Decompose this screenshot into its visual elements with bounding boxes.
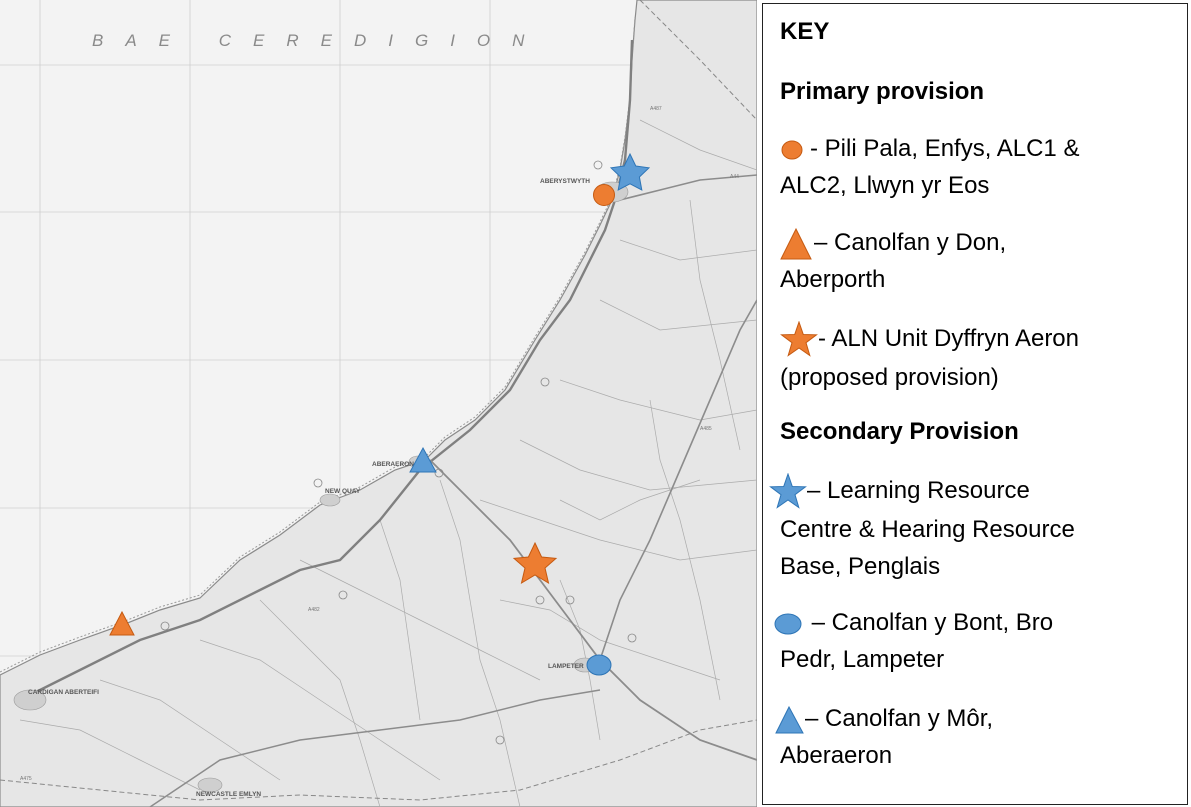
place-label-new-quay: NEW QUAY [325, 488, 361, 495]
marker-blue-ellipse-lampeter[interactable] [586, 654, 612, 676]
key-item-text-line: Aberaeron [780, 742, 893, 769]
key-item-text-line: – Canolfan y Bont, Bro [805, 609, 1054, 636]
secondary-provision-heading: Secondary Provision [780, 418, 1019, 445]
place-label-lampeter: LAMPETER [548, 663, 584, 670]
road-labels: A487 A482 A44 A485 A475 [20, 106, 739, 782]
place-label-newcastle-emlyn: NEWCASTLE EMLYN [196, 791, 261, 798]
orange-triangle-icon [780, 227, 812, 260]
orange-star-icon [780, 320, 818, 357]
marker-orange-triangle-aberporth[interactable] [109, 610, 135, 636]
place-label-aberystwyth: ABERYSTWYTH [540, 178, 590, 185]
road-label-a485: A485 [700, 426, 712, 432]
key-item-text-line: (proposed provision) [780, 363, 999, 391]
key-item-text-line: ALC2, Llwyn yr Eos [780, 172, 990, 199]
marker-orange-star-dyffryn-aeron[interactable] [512, 541, 558, 585]
key-item-text-line: Pedr, Lampeter [780, 646, 945, 673]
road-a485 [599, 299, 757, 661]
road-a482 [429, 459, 757, 761]
key-item-text-line: - ALN Unit Dyffryn Aeron [818, 325, 1079, 352]
map-canvas[interactable]: BAE CEREDIGION ABERYSTWYTH ABERAERON NEW… [0, 0, 757, 807]
road-a44 [619, 174, 757, 201]
key-item-orange-circle: - Pili Pala, Enfys, ALC1 & ALC2, Llwyn y… [780, 130, 1180, 204]
minor-roads [19, 119, 757, 807]
marker-blue-star-penglais[interactable] [609, 152, 651, 191]
key-item-text-line: Aberporth [780, 266, 886, 293]
marker-orange-circle-aberystwyth[interactable] [593, 184, 615, 206]
sea-label: BAE CEREDIGION [92, 31, 546, 50]
key-item-blue-star: – Learning Resource Centre & Hearing Res… [769, 472, 1169, 585]
place-label-aberaeron: ABERAERON [372, 461, 414, 468]
key-item-orange-star: - ALN Unit Dyffryn Aeron (proposed provi… [780, 320, 1180, 396]
key-item-text-line: – Canolfan y Don, [814, 229, 1007, 256]
road-label-a487: A487 [650, 106, 662, 112]
road-label-a44: A44 [730, 174, 739, 180]
road-label-a475: A475 [20, 776, 32, 782]
orange-circle-icon [781, 140, 803, 160]
primary-provision-heading: Primary provision [780, 78, 985, 105]
blue-star-icon [769, 472, 807, 509]
key-item-orange-triangle: – Canolfan y Don, Aberporth [780, 224, 1180, 298]
map-key: KEY Primary provision - Pili Pala, Enfys… [762, 3, 1188, 805]
place-labels: ABERYSTWYTH ABERAERON NEW QUAY LAMPETER … [28, 178, 590, 798]
key-item-text-line: Base, Penglais [780, 552, 941, 580]
blue-ellipse-icon [774, 613, 802, 635]
marker-blue-triangle-aberaeron[interactable] [409, 446, 437, 473]
key-item-text-line: Centre & Hearing Resource [780, 515, 1075, 543]
road-a475 [149, 689, 601, 807]
key-item-text-line: – Canolfan y Môr, [805, 705, 994, 732]
key-item-blue-triangle: – Canolfan y Môr, Aberaeron [775, 700, 1175, 774]
key-item-text-line: - Pili Pala, Enfys, ALC1 & [810, 135, 1080, 162]
key-item-blue-ellipse: – Canolfan y Bont, Bro Pedr, Lampeter [773, 604, 1173, 678]
key-title: KEY [780, 18, 830, 45]
place-label-cardigan: CARDIGAN ABERTEIFI [28, 689, 99, 696]
road-label-a482: A482 [308, 607, 320, 613]
map-panel[interactable]: BAE CEREDIGION ABERYSTWYTH ABERAERON NEW… [0, 0, 757, 807]
key-item-text-line: – Learning Resource [807, 477, 1030, 504]
blue-triangle-icon [775, 705, 804, 734]
